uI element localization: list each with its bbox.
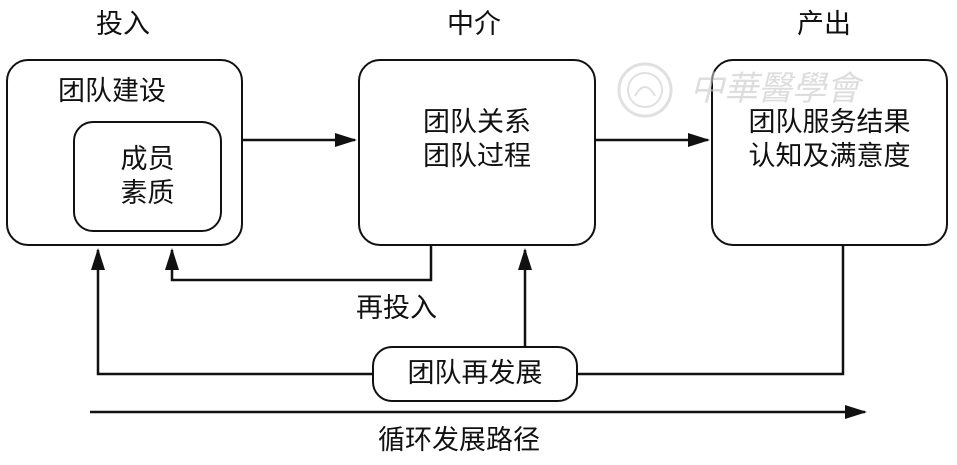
team-redevelopment-box: 团队再发展: [372, 346, 578, 402]
cycle-path-label: 循环发展路径: [378, 425, 540, 456]
team-outcome-label-line1: 团队服务结果: [748, 106, 911, 138]
member-quality-label-line2: 素质: [120, 177, 175, 209]
team-process-label-line2: 团队过程: [423, 140, 531, 172]
watermark-text: 中華醫學會: [690, 69, 860, 109]
header-output: 产出: [797, 9, 851, 40]
reinvest-label: 再投入: [356, 293, 437, 324]
team-process-box: 团队关系 团队过程: [358, 59, 596, 246]
watermark-seal-icon: [617, 62, 673, 118]
team-redevelopment-label: 团队再发展: [407, 358, 543, 389]
header-input: 投入: [96, 9, 150, 40]
member-quality-box: 成员 素质: [73, 121, 222, 232]
member-quality-label-line1: 成员: [120, 143, 175, 175]
arrow-redevelopment-to-input: [91, 248, 372, 376]
team-outcome-box: 团队服务结果 认知及满意度: [711, 59, 948, 246]
line-output-to-redevelopment: [578, 246, 845, 376]
team-building-label: 团队建设: [58, 76, 166, 107]
team-outcome-label-line2: 认知及满意度: [748, 140, 911, 172]
arrow-reinvest: [165, 246, 433, 282]
header-mediation: 中介: [447, 9, 501, 40]
team-process-label-line1: 团队关系: [423, 106, 531, 138]
team-building-box: 团队建设 成员 素质: [6, 59, 243, 246]
